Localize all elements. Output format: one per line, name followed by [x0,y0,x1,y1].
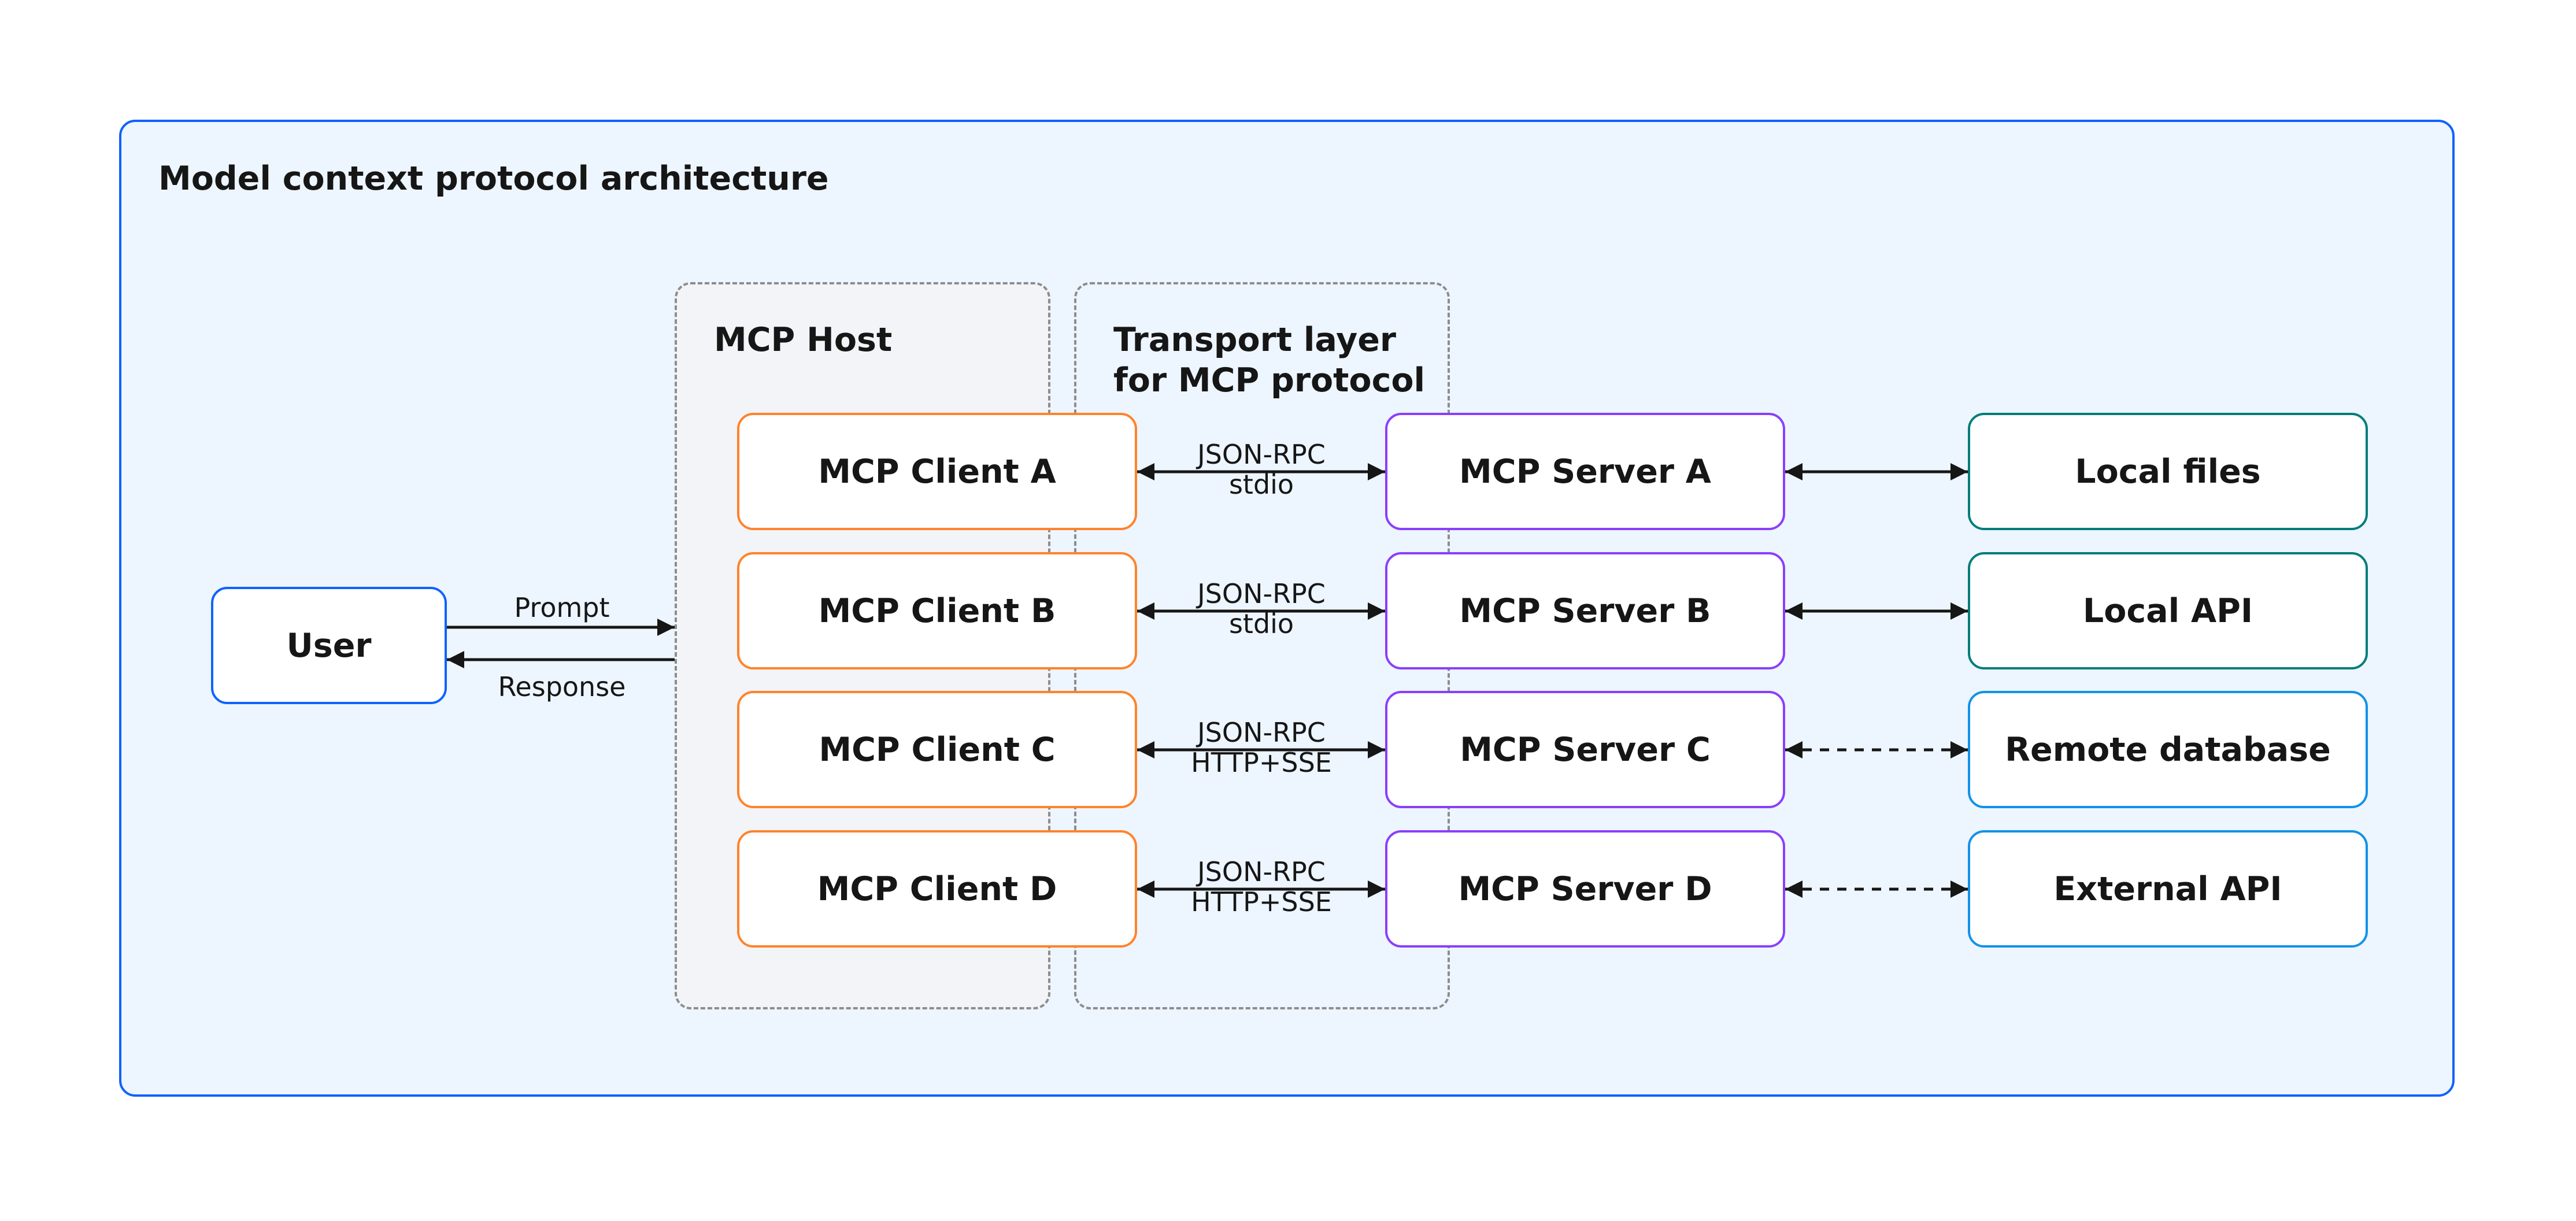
response-label: Response [498,671,626,702]
resource-remote-database: Remote database [1968,691,2368,808]
resource-local-api: Local API [1968,552,2368,669]
mcp-client-c: MCP Client C [737,691,1137,808]
mcp-server-c: MCP Server C [1385,691,1785,808]
user-node: User [211,587,447,704]
diagram-title: Model context protocol architecture [158,160,829,198]
mcp-client-d: MCP Client D [737,830,1137,948]
resource-local-files: Local files [1968,413,2368,530]
mcp-host-title: MCP Host [714,321,893,359]
mcp-client-b: MCP Client B [737,552,1137,669]
prompt-label: Prompt [514,592,610,623]
resource-external-api: External API [1968,830,2368,948]
transport-title-line1: Transport layer [1113,321,1397,359]
transport-layer-title: Transport layer for MCP protocol [1113,320,1425,401]
transport-title-line2: for MCP protocol [1113,361,1426,399]
mcp-server-a: MCP Server A [1385,413,1785,530]
mcp-client-a: MCP Client A [737,413,1137,530]
mcp-server-d: MCP Server D [1385,830,1785,948]
mcp-server-b: MCP Server B [1385,552,1785,669]
